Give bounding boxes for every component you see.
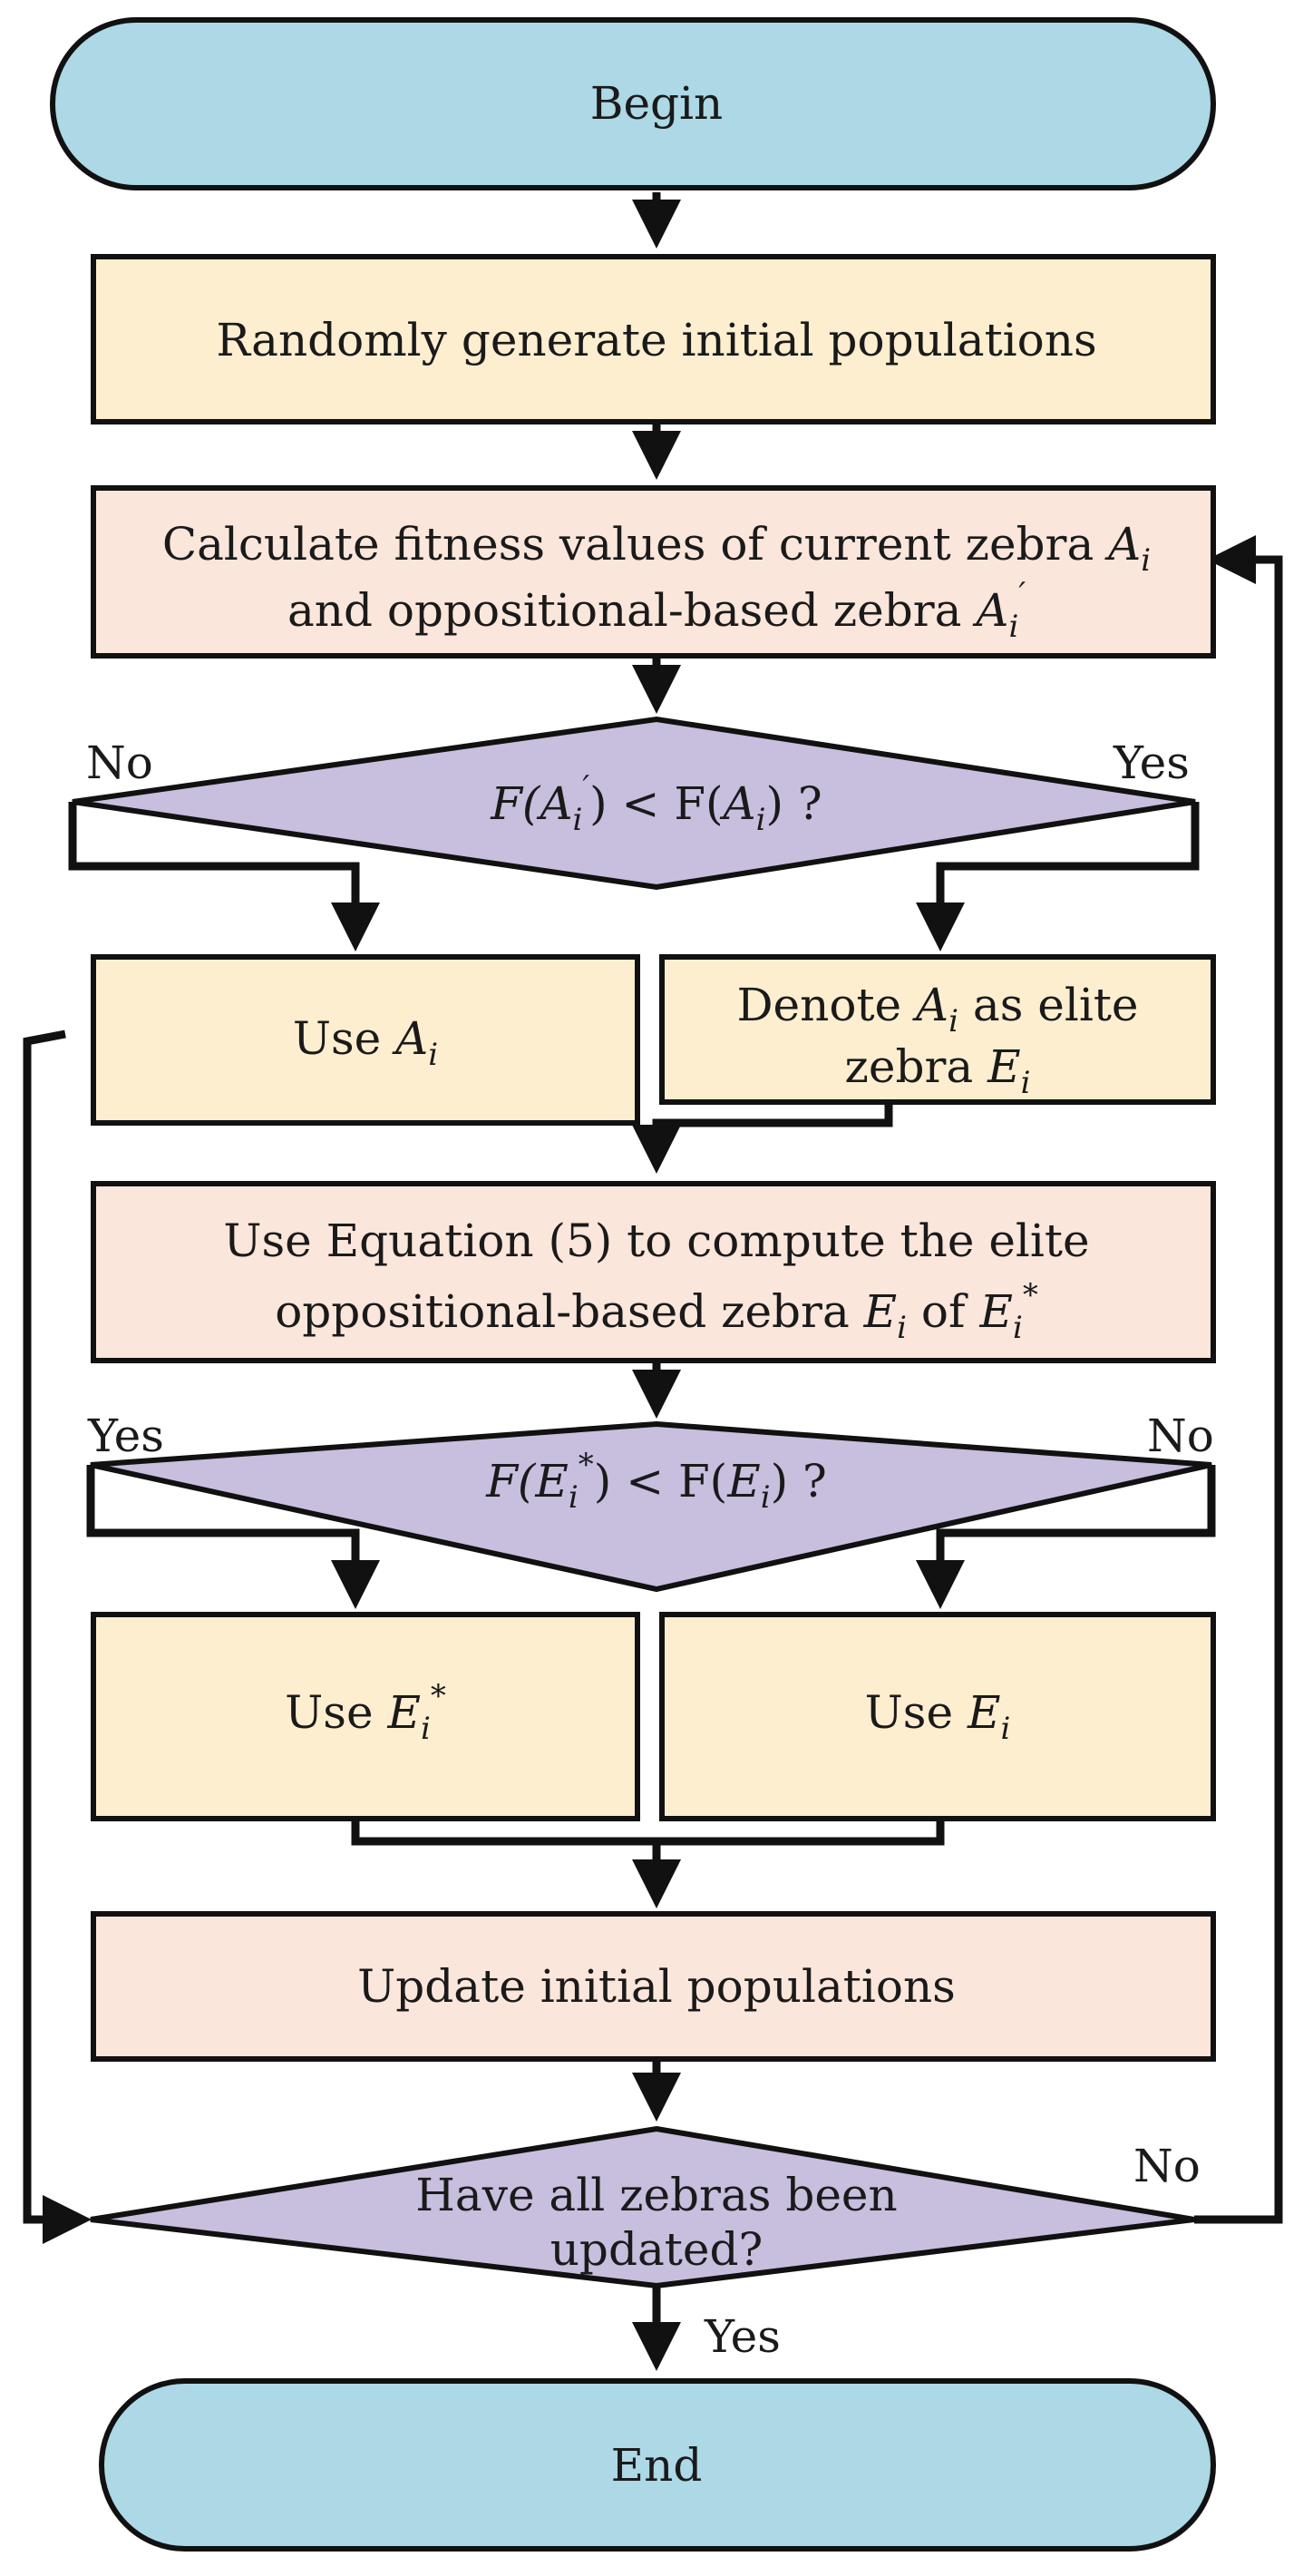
connector-use-boxes-merge (351, 1819, 945, 1846)
use-e-process: Use Ei (659, 1612, 1216, 1821)
calculate-line2-sup: ′ (1018, 576, 1026, 612)
begin-terminal: Begin (50, 17, 1216, 190)
decision3-yes-label: Yes (704, 2310, 781, 2363)
decision3-line2: updated? (550, 2223, 763, 2276)
calculate-box (91, 485, 1216, 659)
decision2: F(Ei*) < F(Ei) ? Yes No (87, 1410, 1214, 1593)
generate-process: Randomly generate initial populations (91, 254, 1216, 424)
use-e-star-process: Use Ei* (91, 1612, 640, 1821)
arrow-use-a-to-decision3 (23, 1029, 92, 2244)
calculate-process: Calculate fitness values of current zebr… (91, 485, 1216, 659)
equation-box (91, 1181, 1216, 1363)
connectors (23, 192, 1283, 2371)
use-e-star-box (91, 1612, 640, 1821)
decision1-yes-label: Yes (1113, 737, 1190, 789)
decision3-diamond (90, 2125, 1195, 2289)
calculate-line2-var: A (972, 584, 1008, 637)
calculate-line2-text: and oppositional-based zebra (287, 584, 976, 637)
use-e-box (659, 1612, 1216, 1821)
calculate-line1-sub: i (1141, 542, 1151, 579)
use-e-label: Use Ei (865, 1686, 1011, 1747)
update-process: Update initial populations (91, 1911, 1216, 2062)
arrow-decision1-yes-to-denote (916, 802, 1200, 951)
arrow-decision2-no-to-use-e (916, 1465, 1216, 1609)
calculate-line1-var: A (1104, 518, 1141, 571)
update-label: Update initial populations (357, 1960, 956, 2013)
use-a-box (91, 954, 640, 1126)
denote-line1: Denote Ai as elite (736, 979, 1138, 1039)
end-shape (99, 2378, 1216, 2552)
end-terminal: End (99, 2378, 1216, 2552)
calculate-line1-text: Calculate fitness values of current zebr… (162, 518, 1108, 571)
denote-line2: zebra Ei (845, 1040, 1031, 1101)
end-label: End (611, 2439, 703, 2492)
update-box (91, 1911, 1216, 2062)
decision2-diamond (90, 1420, 1212, 1593)
decision1-no-label: No (86, 737, 153, 789)
use-e-star-label: Use Ei* (285, 1678, 446, 1747)
arrow-decision3-no-loop-to-calculate (1194, 535, 1283, 2224)
decision1-condition: F(Ai′) < F(Ai) ? (490, 769, 822, 838)
arrow-denote-to-equation (632, 1102, 893, 1174)
equation-line2: oppositional-based zebra Ei of Ei* (275, 1277, 1038, 1346)
use-a-process: Use Ai (91, 954, 640, 1126)
denote-box (659, 954, 1216, 1105)
decision2-no-label: No (1147, 1410, 1214, 1462)
decision3-line1: Have all zebras been (415, 2169, 897, 2221)
use-a-label: Use Ai (293, 1012, 438, 1073)
calculate-line1: Calculate fitness values of current zebr… (162, 518, 1151, 579)
arrow-decision2-yes-to-use-e-star (86, 1465, 380, 1609)
decision3: Have all zebras been updated? No Yes (90, 2125, 1201, 2363)
decision2-yes-label: Yes (87, 1410, 164, 1462)
generate-label: Randomly generate initial populations (216, 314, 1096, 366)
equation-line1: Use Equation (5) to compute the elite (223, 1215, 1089, 1267)
begin-label: Begin (590, 77, 724, 130)
calculate-line2: and oppositional-based zebra Ai′ (287, 576, 1026, 645)
denote-process: Denote Ai as elite zebra Ei (659, 954, 1216, 1105)
equation-process: Use Equation (5) to compute the elite op… (91, 1181, 1216, 1363)
decision2-condition: F(Ei*) < F(Ei) ? (485, 1447, 827, 1516)
decision1: F(Ai′) < F(Ai) ? No Yes (72, 716, 1196, 891)
arrow-decision1-no-to-use-a (68, 802, 380, 951)
generate-box (91, 254, 1216, 424)
begin-shape (50, 17, 1216, 190)
decision1-diamond (72, 716, 1196, 891)
calculate-line2-sub: i (1008, 609, 1018, 645)
decision3-no-label: No (1133, 2140, 1201, 2192)
